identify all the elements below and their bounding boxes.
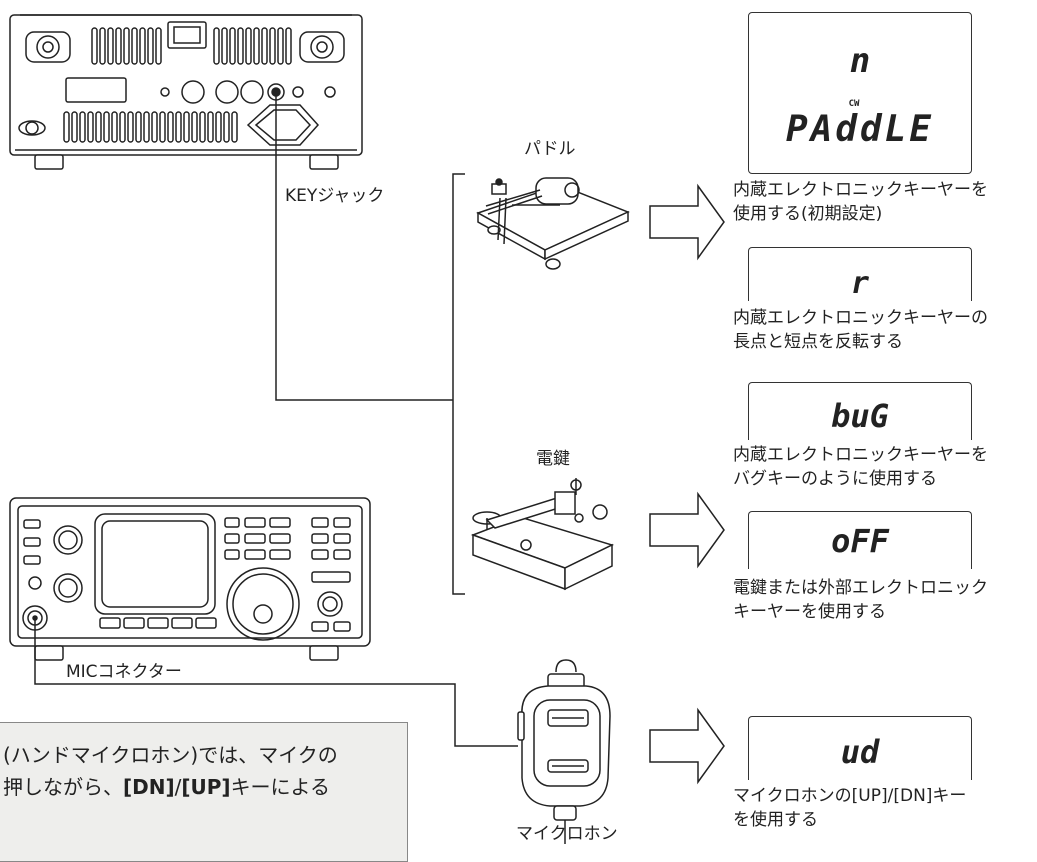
caption-line: 内蔵エレクトロニックキーヤーを bbox=[733, 445, 988, 465]
vent-slot bbox=[139, 27, 146, 65]
caption-paddle: 内蔵エレクトロニックキーヤーを 使用する(初期設定) bbox=[733, 178, 988, 226]
radio-rear-panel bbox=[9, 14, 363, 170]
lcd-cw-label: CW bbox=[848, 99, 860, 109]
vent-slot bbox=[135, 111, 142, 143]
straight-key-illustration bbox=[470, 478, 615, 591]
paddle-key-illustration bbox=[476, 177, 630, 270]
caption-reverse: 内蔵エレクトロニックキーヤーの 長点と短点を反転する bbox=[733, 306, 988, 354]
key-jack-label: KEYジャック bbox=[285, 186, 385, 206]
lcd-display-ud: ud bbox=[748, 716, 972, 780]
vent-slot bbox=[111, 111, 118, 143]
arrow-paddle bbox=[649, 183, 725, 261]
diagram-artwork bbox=[9, 14, 725, 844]
vent-slot bbox=[207, 111, 214, 143]
lcd-top-text: buG bbox=[831, 397, 889, 435]
vent-slot bbox=[127, 111, 134, 143]
vent-slot bbox=[107, 27, 114, 65]
vent-slot bbox=[119, 111, 126, 143]
vent-slot bbox=[199, 111, 206, 143]
vent-slot bbox=[87, 111, 94, 143]
note-text: 押しながら、 bbox=[3, 775, 123, 799]
vent-slot bbox=[215, 111, 222, 143]
vent-slot bbox=[269, 27, 276, 65]
up-key-label: [UP] bbox=[181, 775, 231, 799]
vent-slot bbox=[167, 111, 174, 143]
lcd-main-text: PAddLE bbox=[785, 109, 935, 150]
vent-slot bbox=[223, 111, 230, 143]
vent-slot bbox=[143, 111, 150, 143]
lcd-display-reverse: r bbox=[748, 247, 972, 301]
caption-ud: マイクロホンの[UP]/[DN]キー を使用する bbox=[733, 784, 966, 832]
caption-line: キーヤーを使用する bbox=[733, 602, 886, 622]
lcd-top-text: r bbox=[850, 266, 870, 301]
vent-slot bbox=[79, 111, 86, 143]
hand-microphone-illustration bbox=[517, 659, 611, 844]
radio-front-panel bbox=[9, 497, 371, 661]
key-bracket bbox=[452, 173, 465, 595]
vent-slot bbox=[63, 111, 70, 143]
vent-slot bbox=[229, 27, 236, 65]
vent-slot bbox=[221, 27, 228, 65]
caption-line: マイクロホンの[UP]/[DN]キー bbox=[733, 786, 967, 806]
vent-slot bbox=[131, 27, 138, 65]
mic-connector-label: MICコネクター bbox=[66, 662, 182, 682]
vent-slot bbox=[277, 27, 284, 65]
caption-bug: 内蔵エレクトロニックキーヤーを バグキーのように使用する bbox=[733, 443, 988, 491]
vent-slot bbox=[231, 111, 238, 143]
vent-slot bbox=[213, 27, 220, 65]
caption-line: 長点と短点を反転する bbox=[733, 332, 903, 352]
lcd-top-text: ud bbox=[840, 733, 880, 771]
vent-slot bbox=[191, 111, 198, 143]
caption-off: 電鍵または外部エレクトロニック キーヤーを使用する bbox=[733, 576, 988, 624]
microphone-label: マイクロホン bbox=[516, 824, 618, 844]
arrow-straight-key bbox=[649, 491, 725, 569]
vent-slot bbox=[245, 27, 252, 65]
vent-slot bbox=[285, 27, 292, 65]
dn-key-label: [DN] bbox=[123, 775, 175, 799]
vent-slot bbox=[261, 27, 268, 65]
note-text: キーによる bbox=[230, 775, 330, 799]
vent-slot bbox=[253, 27, 260, 65]
lcd-top-text: n bbox=[849, 41, 871, 81]
note-line-1: (ハンドマイクロホン)では、マイクの bbox=[3, 743, 338, 767]
vent-slot bbox=[155, 27, 162, 65]
vent-slot bbox=[147, 27, 154, 65]
lcd-display-bug: buG bbox=[748, 382, 972, 440]
caption-line: バグキーのように使用する bbox=[733, 469, 937, 489]
vent-slot bbox=[103, 111, 110, 143]
note-line-2: 押しながら、[DN]/[UP]キーによる bbox=[3, 771, 395, 803]
caption-line: 電鍵または外部エレクトロニック bbox=[733, 578, 988, 598]
arrow-microphone bbox=[649, 707, 725, 785]
note-box: (ハンドマイクロホン)では、マイクの 押しながら、[DN]/[UP]キーによる bbox=[0, 722, 408, 862]
lcd-top-text: oFF bbox=[831, 522, 889, 560]
caption-line: 使用する(初期設定) bbox=[733, 204, 883, 224]
vent-slot bbox=[151, 111, 158, 143]
vent-slot bbox=[91, 27, 98, 65]
paddle-label: パドル bbox=[524, 139, 576, 159]
note-slash: / bbox=[174, 775, 182, 799]
mic-cable bbox=[34, 618, 518, 747]
vent-slot bbox=[175, 111, 182, 143]
caption-line: 内蔵エレクトロニックキーヤーの bbox=[733, 308, 988, 328]
vent-slot bbox=[71, 111, 78, 143]
caption-line: 内蔵エレクトロニックキーヤーを bbox=[733, 180, 988, 200]
vent-slot bbox=[95, 111, 102, 143]
vent-slot bbox=[159, 111, 166, 143]
caption-line: を使用する bbox=[733, 810, 818, 830]
vent-slot bbox=[237, 27, 244, 65]
vent-slot bbox=[115, 27, 122, 65]
vent-slot bbox=[123, 27, 130, 65]
lcd-display-paddle: n CW PAddLE bbox=[748, 12, 972, 174]
key-jack-cable bbox=[275, 92, 453, 401]
straight-key-label: 電鍵 bbox=[536, 449, 570, 469]
lcd-display-off: oFF bbox=[748, 511, 972, 569]
vent-slot bbox=[183, 111, 190, 143]
vent-slot bbox=[99, 27, 106, 65]
